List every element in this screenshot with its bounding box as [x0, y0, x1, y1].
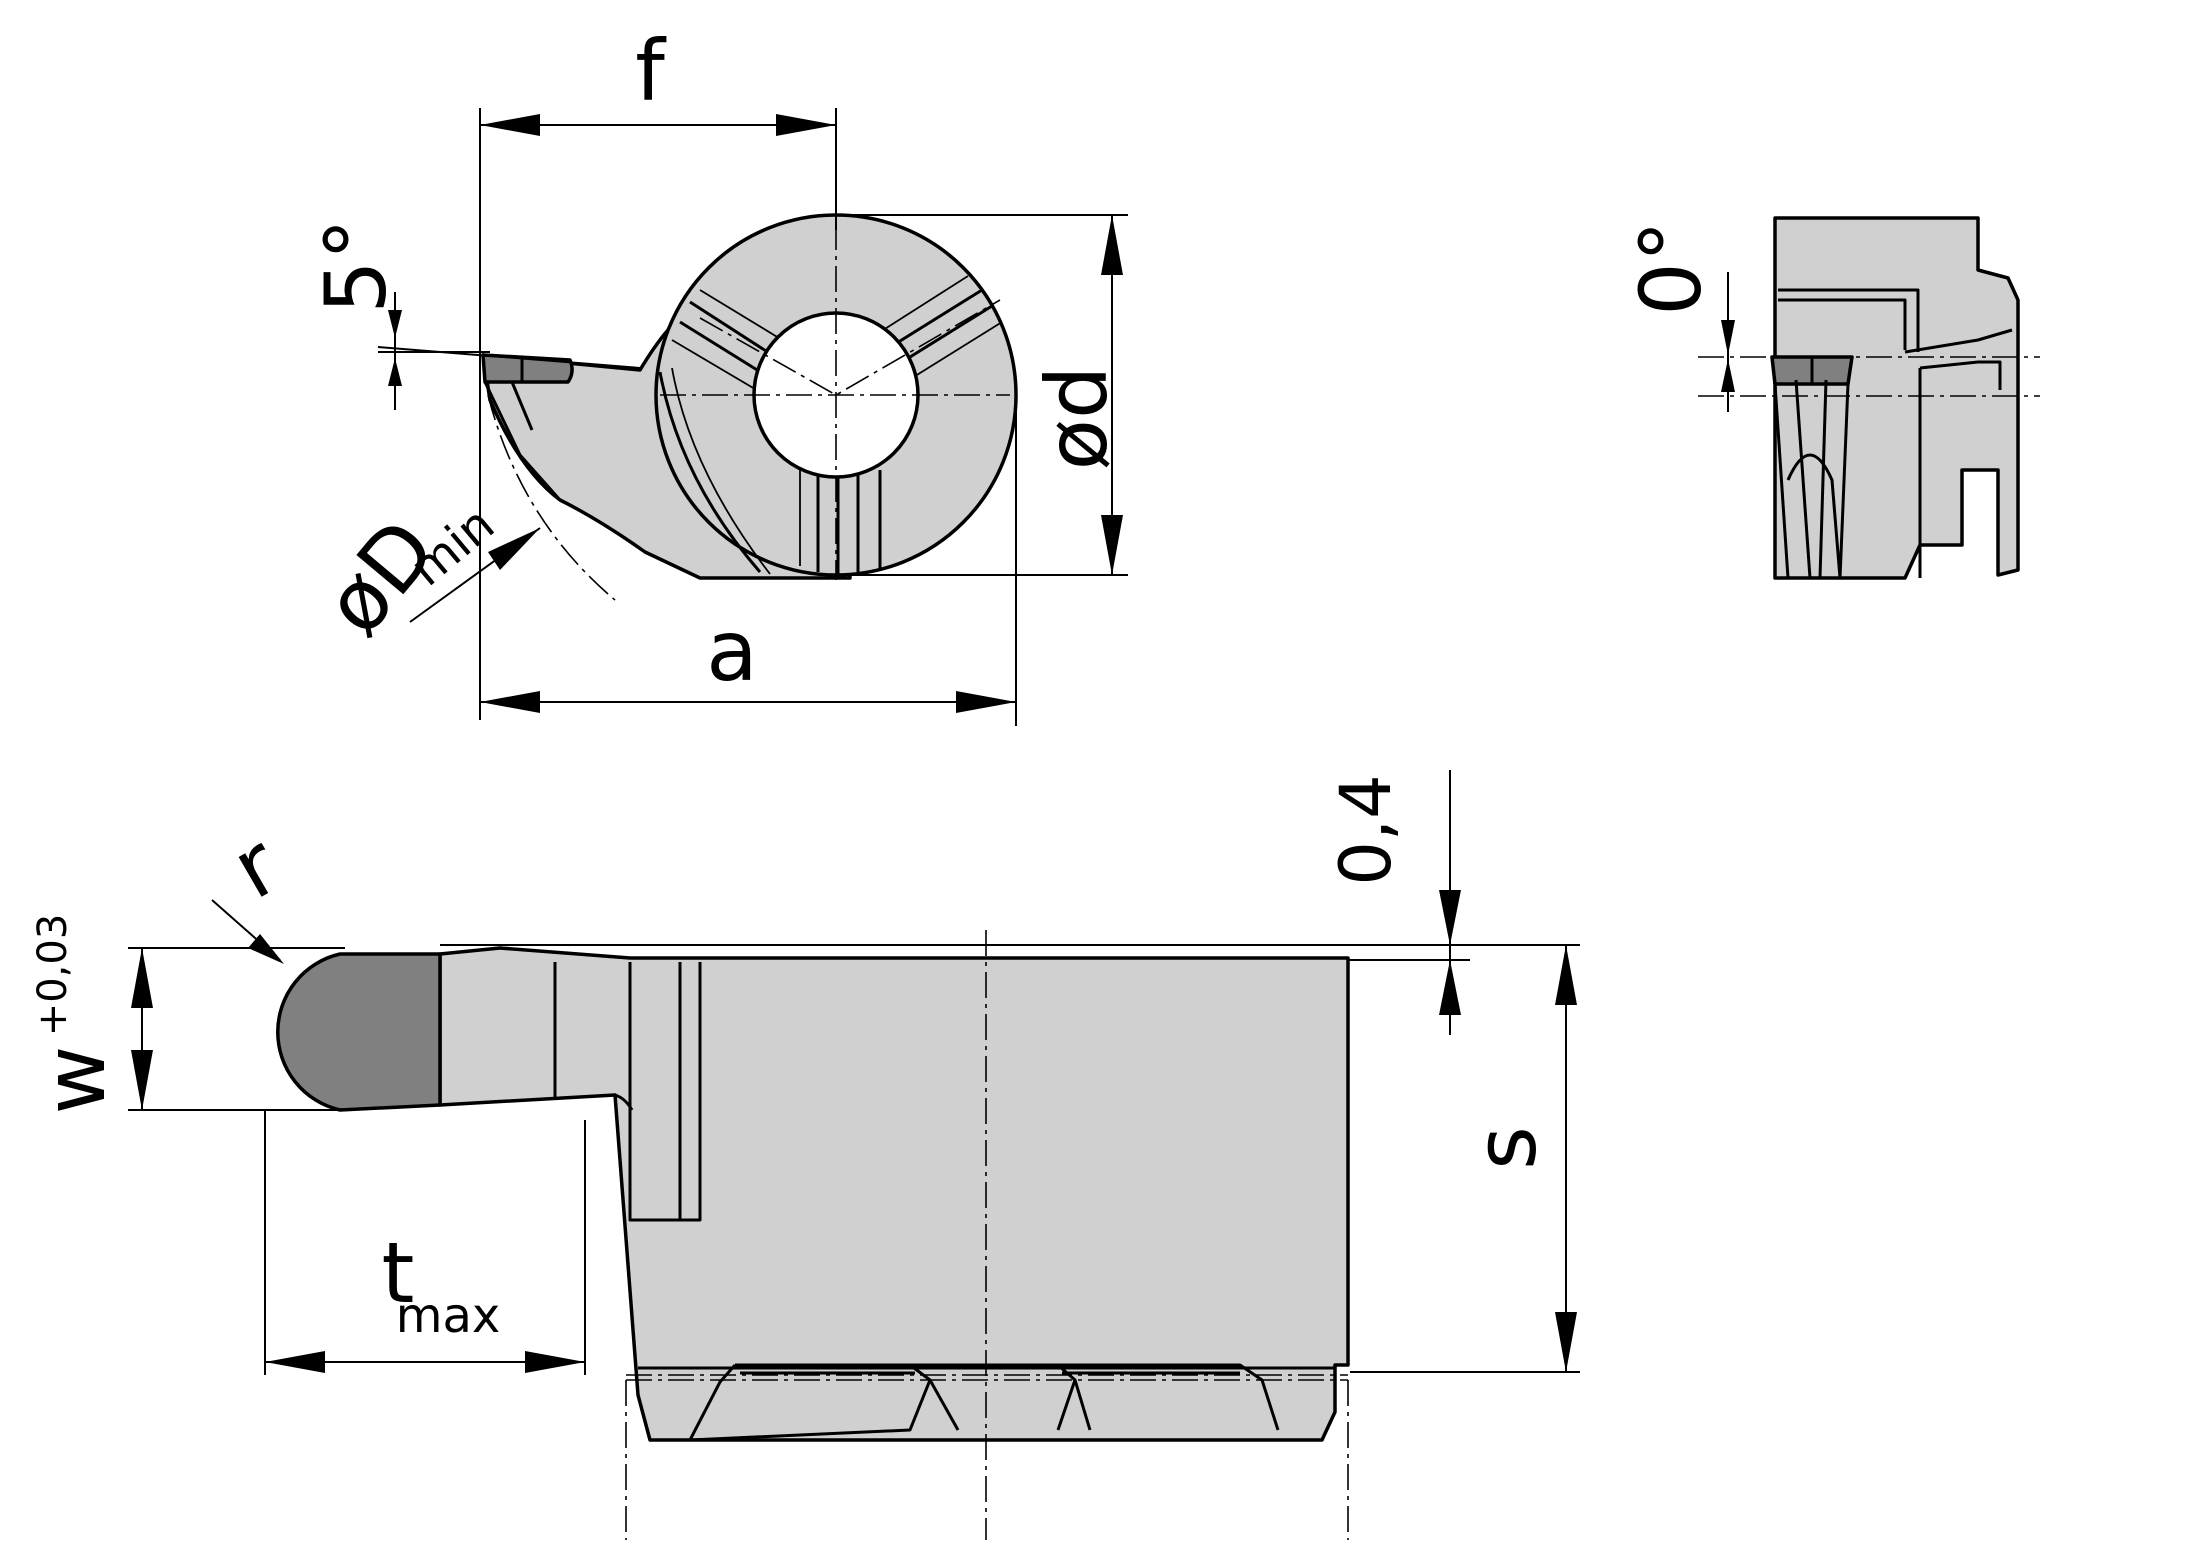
- label-w-tolerance: +0,03: [30, 914, 76, 1037]
- dimension-w: w +0,03: [26, 914, 345, 1115]
- label-a: a: [706, 602, 757, 700]
- front-view-neck-arc: [658, 371, 762, 573]
- front-view-grooves: [671, 275, 1003, 576]
- dimension-t-max: t max: [264, 1110, 586, 1375]
- front-view: f a ød 5°: [305, 22, 1128, 726]
- d-min-arc: [487, 394, 616, 601]
- dimension-angle-top: 5°: [307, 218, 641, 410]
- label-t-sub: max: [396, 1288, 501, 1344]
- dimension-offset: 0,4: [440, 770, 1470, 1035]
- dimension-a: a: [480, 395, 1017, 726]
- label-r: r: [216, 816, 295, 918]
- side-view: 0°: [1622, 216, 2040, 580]
- label-offset: 0,4: [1325, 774, 1407, 885]
- dimension-s: s: [1350, 944, 1580, 1373]
- label-f: f: [635, 22, 667, 120]
- label-d: ød: [1028, 366, 1126, 471]
- side-view-body: [1773, 216, 2020, 580]
- bottom-view: w +0,03 r t max s: [26, 770, 1580, 1540]
- label-w: w: [26, 1046, 124, 1115]
- dimension-d: ød: [836, 214, 1128, 576]
- label-s: s: [1457, 1126, 1555, 1170]
- dimension-d-min: øD min: [305, 496, 541, 653]
- label-angle-top: 5°: [307, 218, 405, 313]
- dimension-r: r: [211, 816, 295, 964]
- bottom-view-cutting-tip: [276, 952, 442, 1112]
- dimension-f: f: [479, 22, 837, 720]
- dimension-angle-side: 0°: [1622, 220, 1735, 412]
- label-angle-side: 0°: [1622, 220, 1720, 315]
- label-t: t: [382, 1224, 415, 1322]
